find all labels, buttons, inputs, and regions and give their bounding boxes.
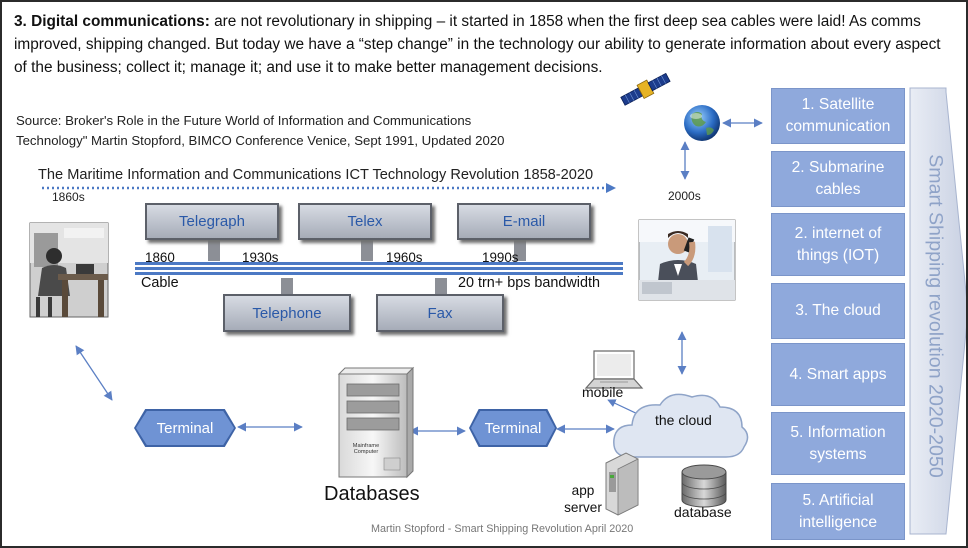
terminal-left: Terminal bbox=[136, 411, 234, 445]
telephone-stem bbox=[281, 278, 293, 296]
app-server-label-line-1: app bbox=[571, 483, 595, 498]
mainframe-label: Mainframe Computer bbox=[352, 443, 380, 456]
revolution-item-satellite: 1. Satellite communication bbox=[771, 88, 905, 144]
revolution-arrow-shape bbox=[909, 87, 966, 535]
telephone-box: Telephone bbox=[223, 294, 351, 332]
source-line-1: Source: Broker's Role in the Future Worl… bbox=[16, 113, 472, 128]
databases-label: Databases bbox=[324, 483, 420, 505]
timeline-end-label: 2000s bbox=[668, 189, 701, 203]
telex-stem bbox=[361, 239, 373, 261]
cable-label: Cable bbox=[141, 275, 179, 291]
email-stem bbox=[514, 239, 526, 261]
email-box: E-mail bbox=[457, 203, 591, 240]
laptop-icon bbox=[584, 350, 644, 389]
timeline-arrowhead bbox=[606, 183, 616, 193]
fax-box: Fax bbox=[376, 294, 504, 332]
timeline-start-label: 1860s bbox=[52, 190, 85, 204]
arrow-photo-to-terminal bbox=[75, 345, 113, 401]
cable-band-1 bbox=[135, 262, 623, 265]
telegraph-operator-photo bbox=[29, 222, 109, 318]
app-server-label: app server bbox=[558, 482, 608, 516]
heading-paragraph: 3. Digital communications: are not revol… bbox=[14, 10, 954, 79]
heading-lead: 3. Digital communications: bbox=[14, 13, 210, 30]
telex-box: Telex bbox=[298, 203, 432, 240]
revolution-item-cloud: 3. The cloud bbox=[771, 283, 905, 339]
satellite-icon bbox=[620, 72, 671, 106]
cable-band-2 bbox=[135, 267, 623, 270]
bandwidth-label: 20 trn+ bps bandwidth bbox=[458, 275, 601, 291]
revolution-arrow-label: Smart Shipping revolution 2020-2050 bbox=[924, 154, 947, 478]
year-1960s: 1960s bbox=[386, 250, 423, 265]
telegraph-stem bbox=[208, 239, 220, 261]
year-1860: 1860 bbox=[145, 250, 175, 265]
heading-body: are not revolutionary in shipping – it s… bbox=[14, 13, 941, 76]
revolution-item-information-systems: 5. Information systems bbox=[771, 412, 905, 475]
app-server-label-line-2: server bbox=[564, 500, 602, 515]
cloud-label: the cloud bbox=[655, 412, 712, 428]
terminal-right: Terminal bbox=[471, 411, 555, 445]
timeline-title: The Maritime Information and Communicati… bbox=[38, 167, 594, 183]
businessman-on-phone-photo bbox=[638, 219, 736, 301]
revolution-item-submarine-cables: 2. Submarine cables bbox=[771, 151, 905, 207]
fax-stem bbox=[435, 278, 447, 296]
telegraph-box: Telegraph bbox=[145, 203, 279, 240]
cable-band-3 bbox=[135, 272, 623, 275]
app-server-icon bbox=[605, 452, 639, 516]
database-cylinder-icon bbox=[681, 464, 727, 508]
year-1930s: 1930s bbox=[242, 250, 279, 265]
cloud-icon bbox=[613, 393, 749, 458]
earth-globe-icon bbox=[684, 105, 720, 141]
mainframe-computer-icon bbox=[337, 366, 415, 479]
footer-credit: Martin Stopford - Smart Shipping Revolut… bbox=[371, 523, 634, 535]
year-1990s: 1990s bbox=[482, 250, 519, 265]
revolution-item-iot: 2. internet of things (IOT) bbox=[771, 213, 905, 276]
mobile-label: mobile bbox=[582, 384, 624, 400]
cable-highlight bbox=[135, 265, 623, 267]
revolution-item-ai: 5. Artificial intelligence bbox=[771, 483, 905, 540]
source-line-2: Technology" Martin Stopford, BIMCO Confe… bbox=[16, 133, 505, 148]
database-label: database bbox=[674, 504, 732, 520]
revolution-item-smart-apps: 4. Smart apps bbox=[771, 343, 905, 406]
